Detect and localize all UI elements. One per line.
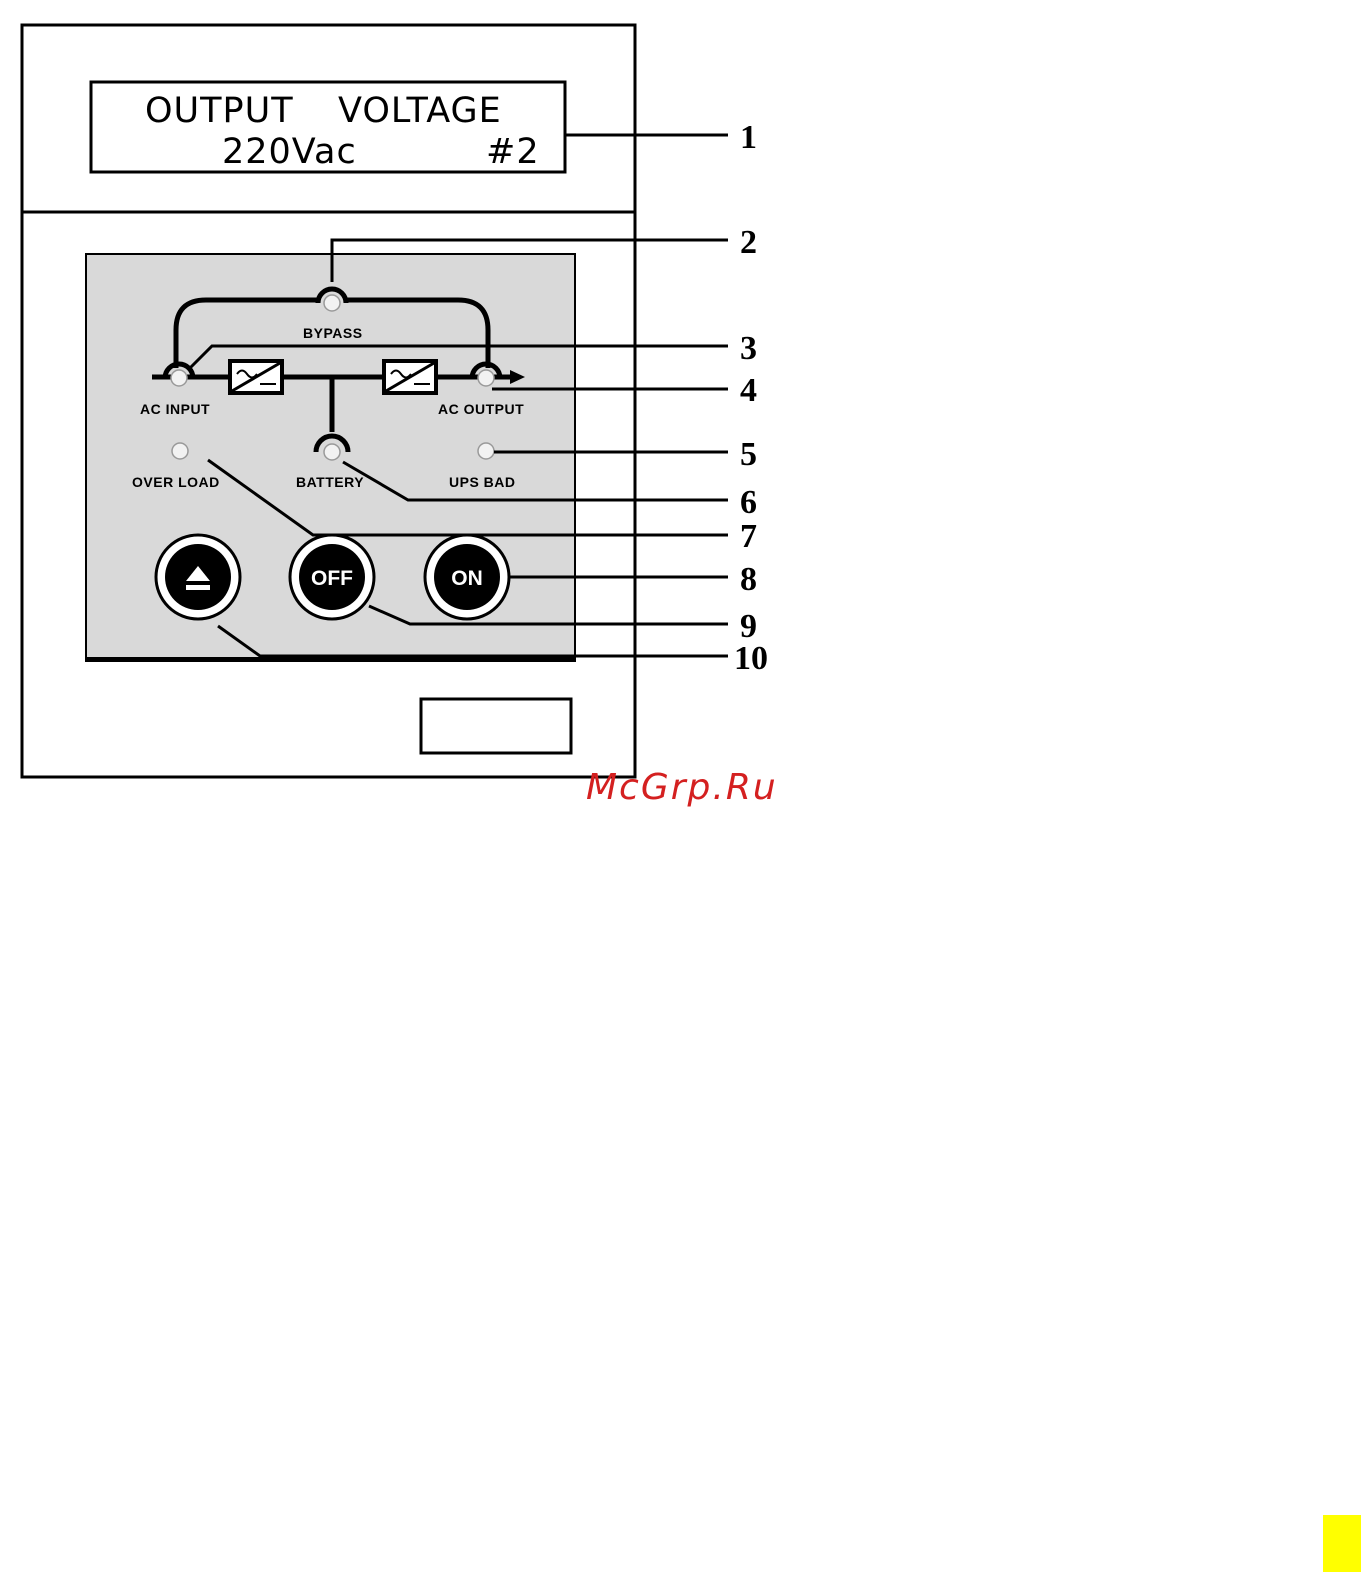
callout-10: 10 [734, 640, 768, 677]
ac-output-led [478, 370, 494, 386]
over-load-led [172, 443, 188, 459]
on-button-label: ON [451, 567, 483, 590]
housing-slot [421, 699, 571, 753]
battery-led [324, 444, 340, 460]
on-button[interactable]: ON [425, 535, 509, 619]
ac-input-led [171, 370, 187, 386]
lcd-line1-left: OUTPUT [145, 91, 294, 131]
callout-8: 8 [740, 561, 757, 598]
bypass-label: BYPASS [303, 325, 363, 341]
lcd-line2-right: #2 [486, 132, 540, 172]
ac-output-label: AC OUTPUT [438, 401, 524, 417]
function-button[interactable] [156, 535, 240, 619]
callout-2: 2 [740, 224, 757, 261]
corner-highlight-mark [1323, 1515, 1361, 1572]
callout-5: 5 [740, 436, 757, 473]
inverter-icon [382, 359, 438, 395]
callout-3: 3 [740, 330, 757, 367]
lcd-line1-right: VOLTAGE [338, 91, 502, 131]
callout-7: 7 [740, 518, 757, 555]
off-button-label: OFF [311, 567, 353, 590]
lcd-line2-left: 220Vac [222, 132, 357, 172]
callout-6: 6 [740, 484, 757, 521]
rectifier-icon [228, 359, 284, 395]
bypass-led [324, 295, 340, 311]
watermark: McGrp.Ru [586, 767, 778, 808]
ups-bad-led [478, 443, 494, 459]
ups-bad-label: UPS BAD [449, 474, 516, 490]
off-button[interactable]: OFF [290, 535, 374, 619]
callout-1: 1 [740, 119, 757, 156]
ac-input-label: AC INPUT [140, 401, 210, 417]
over-load-label: OVER LOAD [132, 474, 220, 490]
callout-4: 4 [740, 372, 757, 409]
battery-label: BATTERY [296, 474, 364, 490]
